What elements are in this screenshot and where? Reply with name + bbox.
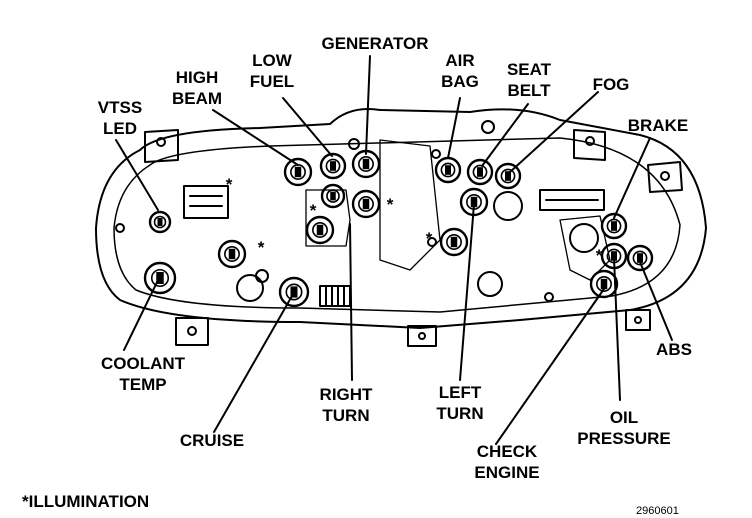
air-bag-socket — [434, 156, 462, 184]
mounting-hole — [634, 316, 642, 324]
illumination-marker: * — [309, 201, 317, 220]
high-beam-socket — [283, 157, 313, 187]
figure-number: 2960601 — [636, 505, 679, 517]
illumination-legend-note: *ILLUMINATION — [22, 492, 150, 511]
bottom-right-mounting-tab — [625, 309, 651, 331]
illumination-marker: * — [386, 195, 394, 214]
cluster-housing-outline — [95, 108, 707, 329]
leader-brake — [613, 137, 651, 219]
brake-socket — [600, 212, 628, 240]
socket — [217, 239, 247, 269]
right-mounting-tab — [647, 161, 683, 193]
illumination-marker: * — [425, 229, 433, 248]
socket — [351, 189, 381, 219]
socket — [320, 183, 346, 209]
cluster-inner-outline — [113, 137, 681, 313]
label-cruise: CRUISE — [179, 431, 245, 450]
leader-high-beam — [212, 109, 299, 166]
leader-seat-belt — [481, 103, 529, 167]
leader-check-engine — [495, 285, 607, 445]
cruise-socket — [278, 276, 310, 308]
label-generator: GENERATOR — [321, 34, 429, 53]
leader-cruise — [213, 295, 293, 433]
connector-right — [539, 189, 605, 211]
leader-generator — [365, 55, 371, 155]
connector-left — [183, 185, 229, 219]
bottom-center-mounting-tab — [407, 325, 437, 347]
mounting-hole — [660, 171, 670, 181]
leader-coolant-temp — [123, 275, 161, 351]
leader-fog — [509, 91, 599, 173]
leader-air-bag — [447, 97, 461, 159]
top-right-mounting-tab — [573, 129, 606, 161]
turn-signal-flasher — [319, 285, 351, 307]
fog-socket — [494, 162, 522, 190]
socket — [305, 215, 335, 245]
low-fuel-socket — [319, 152, 347, 180]
illumination-marker: * — [595, 246, 603, 265]
illumination-marker: * — [225, 175, 233, 194]
leader-low-fuel — [282, 97, 333, 157]
leader-oil-pressure — [613, 257, 621, 401]
socket — [439, 227, 469, 257]
mounting-hole — [187, 326, 197, 336]
leader-right-turn — [349, 223, 353, 381]
label-brake: BRAKE — [627, 116, 689, 135]
mounting-hole — [156, 137, 166, 147]
label-abs: ABS — [656, 340, 692, 359]
mounting-hole — [418, 332, 426, 340]
vtss-led-socket — [148, 210, 172, 234]
check-engine-socket — [589, 269, 619, 299]
leader-vtss-led — [115, 139, 159, 211]
bottom-left-mounting-tab — [175, 317, 209, 346]
leader-abs — [639, 261, 673, 341]
mounting-hole — [585, 136, 595, 146]
illumination-marker: * — [257, 238, 265, 257]
leader-left-turn — [459, 203, 475, 381]
abs-socket — [626, 244, 654, 272]
top-left-mounting-tab — [144, 129, 179, 163]
label-fog: FOG — [592, 75, 630, 94]
seat-belt-socket — [466, 158, 494, 186]
